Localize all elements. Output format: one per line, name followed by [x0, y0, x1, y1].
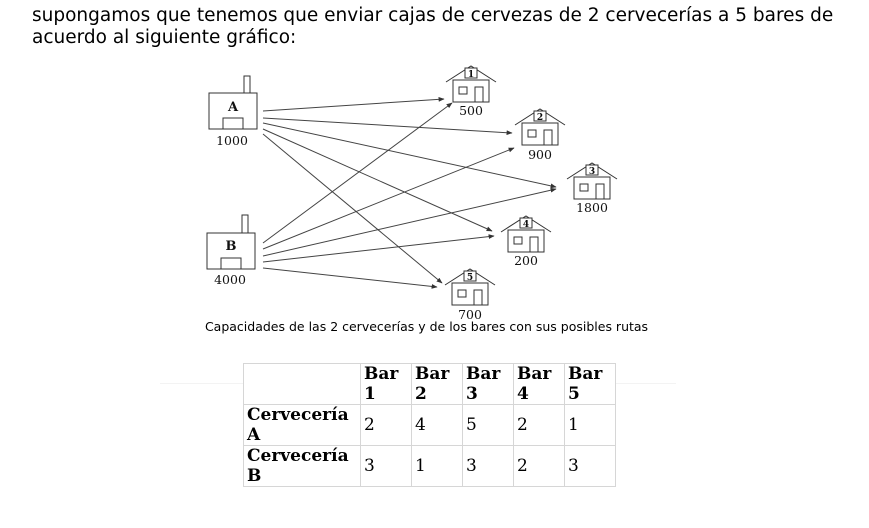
bar-4: 4 200 [500, 215, 552, 268]
bar-5-number: 5 [467, 273, 473, 283]
table-cell: 1 [564, 404, 616, 446]
house-icon [444, 268, 496, 306]
table-row: Cervecería B 3 1 3 2 3 [243, 445, 616, 487]
bar-2-number: 2 [537, 113, 543, 123]
route-b-bar3 [262, 187, 557, 257]
intro-text: supongamos que tenemos que enviar cajas … [32, 5, 834, 48]
routes-diagram: A 1000 B 4000 1 500 2 900 [206, 65, 618, 322]
factory-icon [206, 232, 256, 270]
route-b-bar5 [262, 267, 438, 289]
divider-right [616, 383, 676, 384]
routes-from-b [262, 102, 557, 289]
table-header-cell: Bar 4 [513, 363, 565, 405]
bar-4-number: 4 [523, 220, 529, 230]
route-a-bar3 [262, 122, 557, 189]
factory-icon [208, 92, 258, 130]
brewery-b-capacity: 4000 [214, 272, 246, 287]
bar-3-capacity: 1800 [576, 200, 608, 215]
routes-from-a [262, 96, 557, 284]
table-cell: 5 [462, 404, 514, 446]
row-label: Cervecería A [243, 404, 361, 446]
diagram-caption: Capacidades de las 2 cervecerías y de lo… [204, 319, 649, 334]
route-a-bar4 [262, 128, 493, 232]
table-row: Cervecería A 2 4 5 2 1 [243, 404, 616, 446]
table-header-cell: Bar 2 [411, 363, 463, 405]
bar-1: 1 500 [445, 65, 497, 118]
table-header-cell: Bar 1 [360, 363, 412, 405]
route-b-bar4 [262, 234, 495, 263]
house-icon [445, 65, 497, 103]
route-a-bar1 [262, 96, 445, 112]
bar-1-capacity: 500 [459, 103, 483, 118]
divider-left [160, 383, 243, 384]
brewery-b-label: B [226, 239, 237, 254]
bar-1-number: 1 [468, 70, 474, 80]
table-header-cell: Bar 5 [564, 363, 616, 405]
brewery-a [208, 75, 258, 130]
bar-4-capacity: 200 [514, 253, 538, 268]
table-cell: 3 [462, 445, 514, 487]
house-icon [500, 215, 552, 253]
brewery-a-label: A [227, 100, 239, 115]
table-cell: 2 [513, 404, 565, 446]
bar-5: 5 700 [444, 268, 496, 322]
table-cell: 2 [513, 445, 565, 487]
table-header-cell: Bar 3 [462, 363, 514, 405]
table-corner-cell [243, 363, 361, 405]
table-cell: 1 [411, 445, 463, 487]
house-icon [566, 162, 618, 200]
bar-2-capacity: 900 [528, 147, 552, 162]
table-header-row: Bar 1 Bar 2 Bar 3 Bar 4 Bar 5 [243, 363, 616, 405]
route-a-bar2 [262, 117, 513, 136]
bar-3-number: 3 [589, 167, 595, 177]
brewery-b [206, 214, 256, 270]
routes-table: Bar 1 Bar 2 Bar 3 Bar 4 Bar 5 Cervecería… [243, 363, 616, 487]
bar-5-capacity: 700 [458, 307, 482, 322]
bar-2: 2 900 [514, 108, 566, 162]
brewery-a-capacity: 1000 [216, 133, 248, 148]
route-b-bar1 [262, 102, 453, 244]
row-label: Cervecería B [243, 445, 361, 487]
house-icon [514, 108, 566, 146]
table-cell: 2 [360, 404, 412, 446]
bar-3: 3 1800 [566, 162, 618, 215]
table-cell: 4 [411, 404, 463, 446]
table-cell: 3 [360, 445, 412, 487]
table-cell: 3 [564, 445, 616, 487]
route-a-bar5 [262, 133, 443, 284]
route-b-bar2 [262, 147, 515, 250]
